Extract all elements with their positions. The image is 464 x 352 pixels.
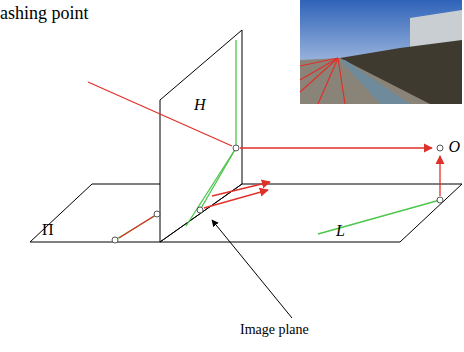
red-rays [88, 82, 440, 238]
photo-track-lines [300, 58, 345, 104]
railway-photo [300, 0, 462, 104]
image-plane [160, 30, 242, 242]
leader-arrow [212, 220, 292, 318]
ground-plane [30, 184, 462, 242]
center-label: O [448, 138, 460, 156]
plane-intersection [160, 184, 242, 242]
photo-ditch [340, 60, 410, 104]
photo-sky [300, 0, 462, 104]
line-label: L [336, 222, 345, 240]
image-plane-label: Image plane [240, 322, 309, 337]
partial-title: ashing point [0, 4, 89, 24]
plane-label: Π [42, 221, 54, 239]
photo-hillside [340, 40, 462, 104]
green-lines [115, 40, 440, 240]
points [112, 145, 443, 243]
horizon-label: H [194, 96, 206, 114]
